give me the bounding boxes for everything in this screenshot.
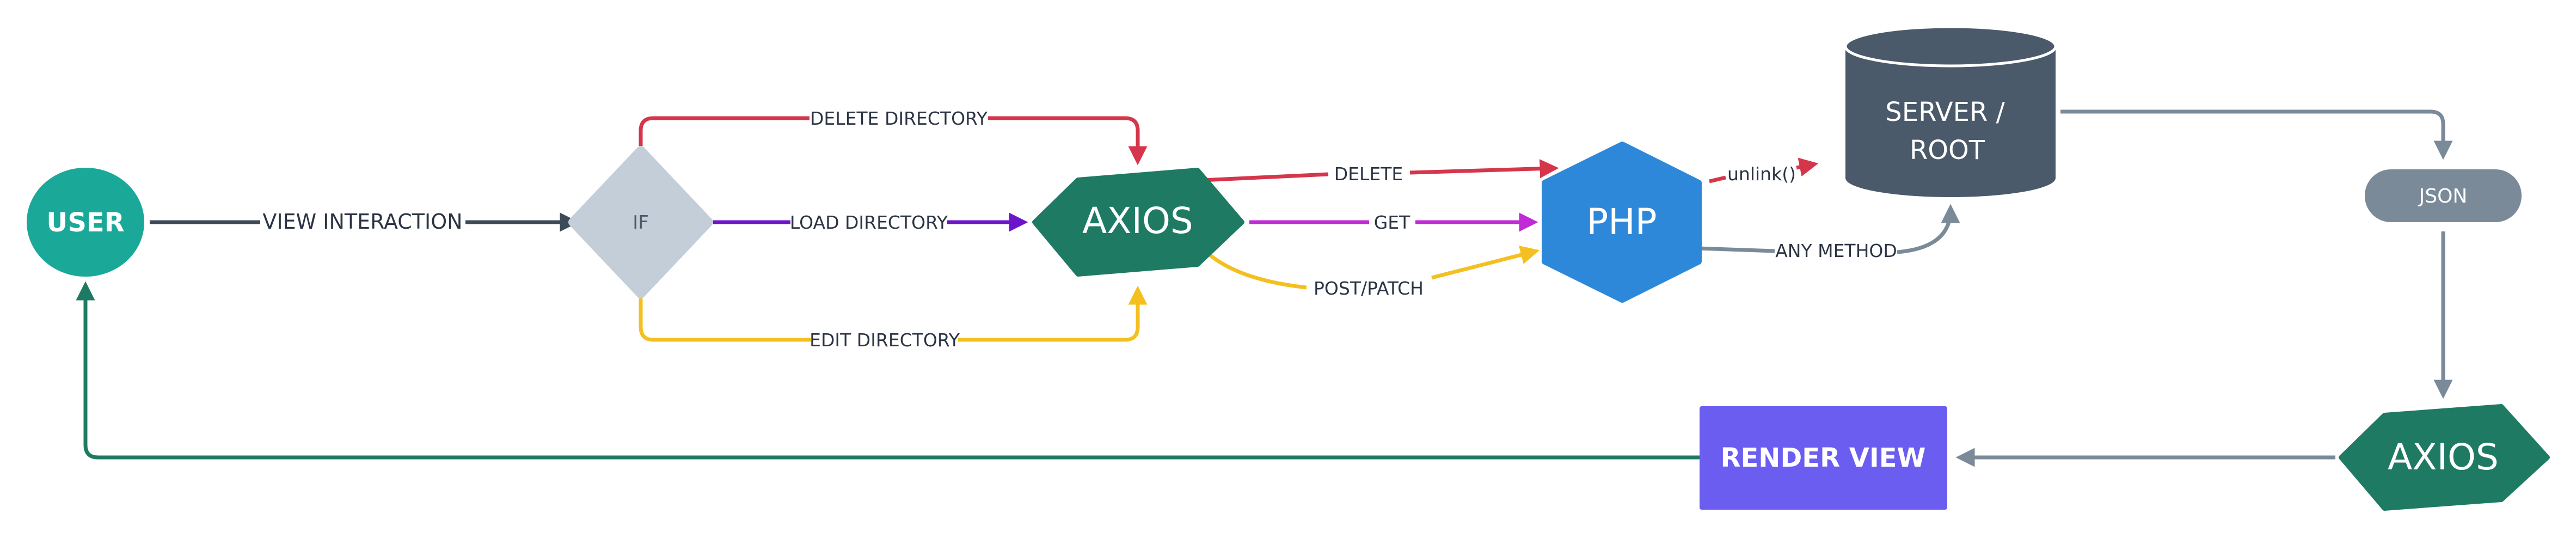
node-php: PHP [1542,142,1702,303]
edge-render-to-user [76,281,1700,460]
edge-view-interaction: VIEW INTERACTION [150,210,579,234]
node-if: IF [568,146,713,298]
edge-delete: DELETE [1178,159,1559,185]
node-axios-main: AXIOS [1032,168,1244,277]
edge-server-to-json [2060,109,2453,160]
edge-load-directory: LOAD DIRECTORY [713,212,1028,233]
node-json-label: JSON [2418,185,2468,207]
node-json: JSON [2365,169,2522,222]
edge-label-delete: DELETE [1334,163,1403,185]
edge-label-get: GET [1374,212,1410,233]
node-axios-return-label: AXIOS [2388,436,2499,478]
node-user: USER [27,168,144,277]
edge-label-load-directory: LOAD DIRECTORY [790,212,948,233]
edge-label-any-method: ANY METHOD [1775,240,1897,261]
node-axios-return: AXIOS [2339,404,2550,511]
edge-get: GET [1249,212,1538,233]
edge-delete-directory: DELETE DIRECTORY [639,108,1148,166]
node-render-view: RENDER VIEW [1700,406,1947,510]
edge-unlink: unlink() [1709,157,1819,185]
node-php-label: PHP [1586,201,1657,243]
edge-label-view-interaction: VIEW INTERACTION [262,210,462,234]
node-render-view-label: RENDER VIEW [1721,443,1926,473]
edge-label-delete-directory: DELETE DIRECTORY [810,108,988,129]
node-user-label: USER [46,207,124,238]
node-server-label-line1: SERVER / [1885,97,2005,127]
node-if-label: IF [633,212,649,234]
edge-label-unlink: unlink() [1727,163,1796,185]
edge-label-edit-directory: EDIT DIRECTORY [809,329,960,351]
edge-edit-directory: EDIT DIRECTORY [639,285,1148,351]
node-axios-main-label: AXIOS [1082,200,1193,242]
edge-label-post-patch: POST/PATCH [1314,278,1424,299]
edge-post-patch: POST/PATCH [1208,246,1540,299]
node-server-label-line2: ROOT [1910,135,1985,166]
edge-any-method: ANY METHOD [1697,204,1960,261]
node-server: SERVER / ROOT [1844,25,2057,197]
